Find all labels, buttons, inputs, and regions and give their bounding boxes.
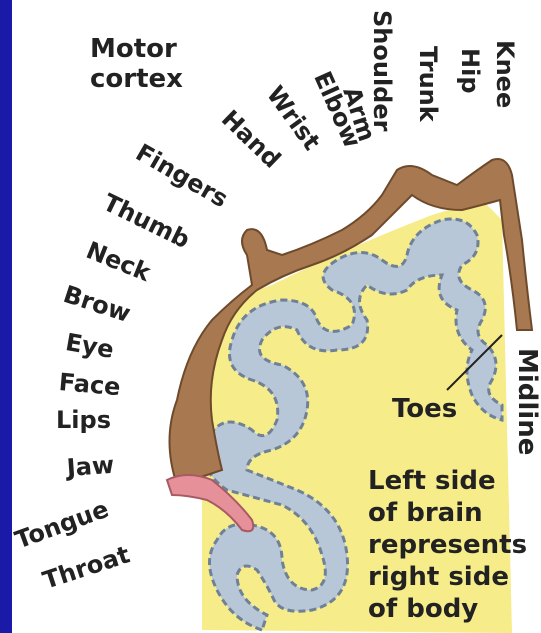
caption-line-3: represents bbox=[368, 532, 527, 558]
label-toes: Toes bbox=[392, 396, 457, 422]
caption-line-4: right side bbox=[368, 564, 509, 590]
caption-line-5: of body bbox=[368, 596, 478, 622]
label-jaw: Jaw bbox=[66, 453, 115, 480]
caption-line-1: Left side bbox=[368, 468, 496, 494]
label-trunk: Trunk bbox=[416, 46, 440, 122]
label-knee: Knee bbox=[493, 40, 517, 108]
diagram-frame: Motor cortex Knee Hip Trunk Shoulder Arm… bbox=[12, 0, 541, 633]
label-face: Face bbox=[58, 370, 122, 399]
label-midline: Midline bbox=[514, 348, 540, 455]
label-lips: Lips bbox=[56, 408, 111, 432]
caption-line-2: of brain bbox=[368, 500, 483, 526]
title-line-2: cortex bbox=[90, 66, 183, 92]
title-line-1: Motor bbox=[90, 36, 177, 62]
label-hip: Hip bbox=[458, 48, 482, 94]
